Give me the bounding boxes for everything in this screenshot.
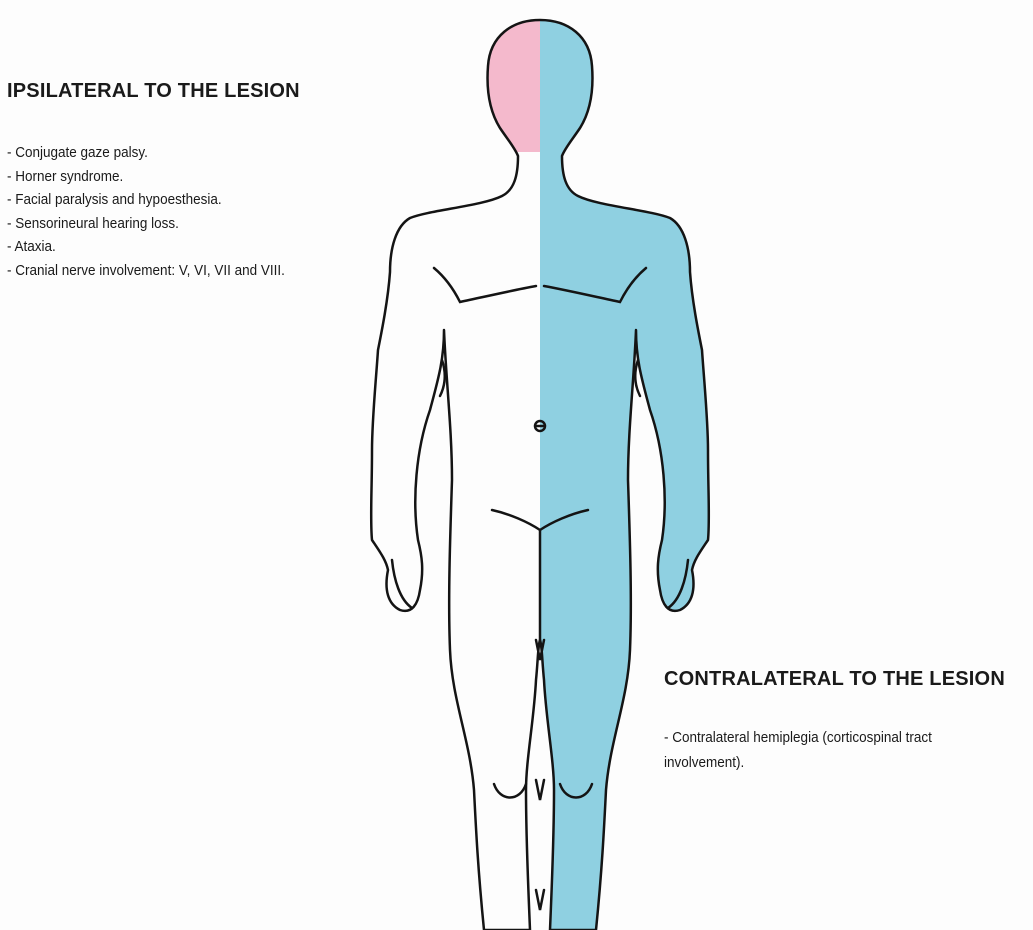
list-item: - Conjugate gaze palsy. [7, 141, 285, 165]
contralateral-list: - Contralateral hemiplegia (corticospina… [664, 725, 1033, 775]
list-item: - Facial paralysis and hypoesthesia. [7, 188, 285, 212]
ipsilateral-list: - Conjugate gaze palsy. - Horner syndrom… [7, 141, 316, 282]
list-item: - Ataxia. [7, 235, 285, 259]
contralateral-title: CONTRALATERAL TO THE LESION [664, 668, 1033, 691]
contralateral-panel: CONTRALATERAL TO THE LESION - Contralate… [664, 668, 1033, 775]
list-item: - Horner syndrome. [7, 165, 285, 189]
list-item: - Contralateral hemiplegia (corticospina… [664, 725, 1015, 775]
ipsilateral-panel: IPSILATERAL TO THE LESION - Conjugate ga… [7, 80, 316, 282]
contralateral-body-fill [371, 20, 709, 930]
list-item: - Sensorineural hearing loss. [7, 212, 285, 236]
list-item: - Cranial nerve involvement: V, VI, VII … [7, 259, 285, 283]
ipsilateral-title: IPSILATERAL TO THE LESION [7, 80, 316, 103]
